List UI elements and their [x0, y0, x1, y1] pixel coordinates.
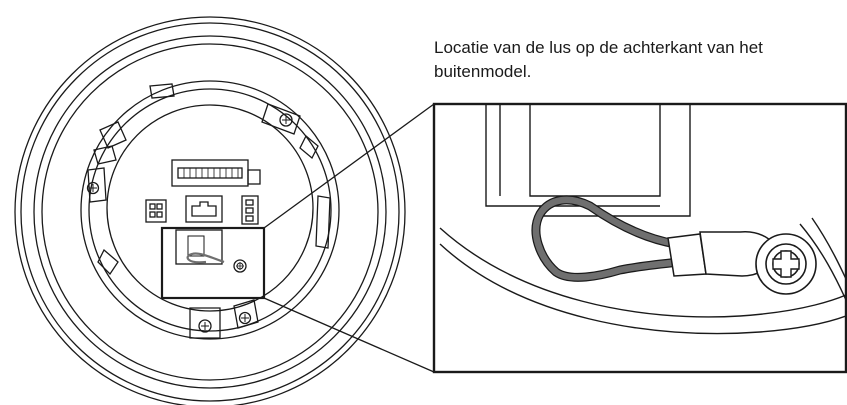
- housing-arc-inner: [439, 243, 846, 335]
- screw-icon: [755, 233, 817, 295]
- outer-ring-inner: [20, 22, 400, 402]
- mounting-tab-bottom-right: [233, 299, 259, 329]
- base-plate: [106, 104, 314, 312]
- screw-icon: [233, 259, 247, 273]
- small-connector-left: [145, 199, 167, 223]
- housing-arc: [439, 227, 846, 318]
- callout-leader-lines: [263, 103, 435, 373]
- mounting-tab-bottom: [189, 307, 221, 339]
- middle-ring-inner: [41, 43, 379, 381]
- outer-ring: [14, 16, 406, 405]
- mount-ring-inner: [88, 88, 332, 332]
- guide-rail-right: [315, 195, 331, 249]
- mounting-tab-top-right: [261, 103, 301, 135]
- highlight-box: [160, 226, 266, 300]
- loop-area-thumbnail: [175, 229, 247, 273]
- screw-icon: [279, 113, 293, 127]
- guide-rail-top: [149, 83, 175, 99]
- guide-rail-lower-left: [97, 248, 119, 276]
- mount-ring: [80, 80, 340, 340]
- middle-ring: [33, 35, 387, 389]
- caption-text: Locatie van de lus op de achterkant van …: [434, 36, 844, 84]
- detail-panel: [439, 104, 846, 335]
- mounting-tab-top-left: [93, 121, 127, 165]
- mounting-tab-left: [86, 167, 107, 203]
- ethernet-port-icon: [185, 195, 223, 223]
- screw-icon: [86, 181, 100, 195]
- small-connector-right: [241, 195, 259, 225]
- detail-frame: [432, 102, 847, 374]
- camera-rear-view: [14, 16, 406, 405]
- screw-icon: [198, 319, 212, 333]
- wire-loop-icon: [531, 195, 685, 282]
- guide-rail-upper-right: [299, 134, 319, 160]
- housing-arc-edge-right: [799, 223, 846, 301]
- wire-loop-icon: [186, 252, 225, 264]
- screw-icon: [238, 311, 252, 325]
- caption-line-1: Locatie van de lus op de achterkant van …: [434, 38, 763, 57]
- caption-line-2: buitenmodel.: [434, 62, 532, 81]
- terminal-block: [171, 159, 261, 187]
